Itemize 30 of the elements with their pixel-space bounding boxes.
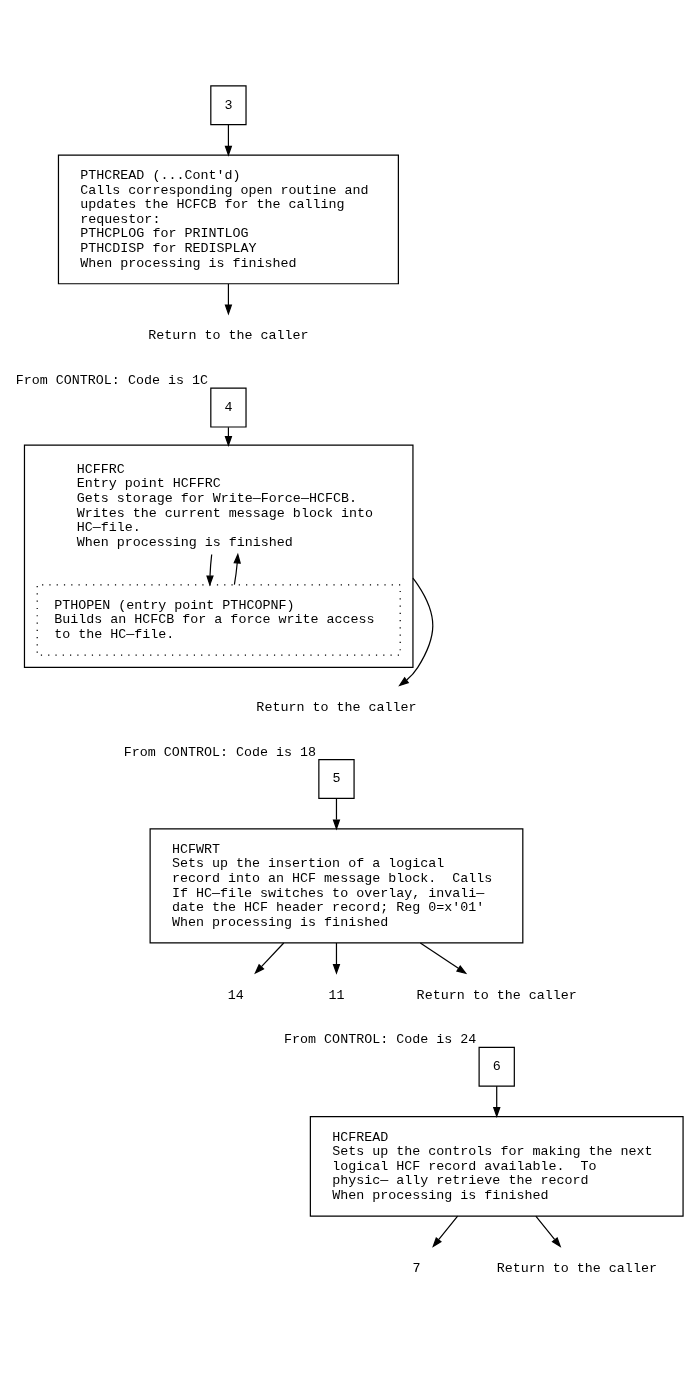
arrow (398, 577, 434, 687)
node-label: From CONTROL: Code is 1C (15, 372, 208, 388)
node-label: From CONTROL: Code is 18 (123, 744, 317, 760)
arrow (332, 941, 341, 975)
node-box: 6 (478, 1046, 515, 1087)
arrow (233, 552, 241, 585)
node-box: 4 (210, 387, 247, 428)
node-box: HCFWRT Sets up the insertion of a logical record into an HCF message block. Calls If HC—file switches to overlay, invali— date the HCF header record; Reg 0=x'01' When processing is finished (149, 827, 524, 944)
node-box: PTHCREAD (...Cont'd) Calls corresponding open routine and updates the HCFCB for the calling requestor: PTHCPLOG for PRINTLOG PTHCDISP for REDISPLAY When processing is finished (57, 153, 399, 284)
arrow (535, 1215, 562, 1248)
node-text: 7 (412, 1260, 421, 1276)
arrow (432, 1215, 459, 1248)
node-label: From CONTROL: Code is 24 (284, 1031, 477, 1047)
node-text: 11 (328, 987, 345, 1003)
node-text: Return to the caller (496, 1260, 657, 1276)
node-box: 5 (318, 758, 355, 799)
arrow (206, 553, 214, 586)
node-text: Return to the caller (148, 327, 309, 343)
arrow (224, 123, 233, 157)
arrow (254, 941, 285, 974)
node-box: HCFREAD Sets up the controls for making the next logical HCF record available. To physic— ally retrieve the record When processing is finished (309, 1115, 684, 1217)
node-text: Return to the caller (416, 987, 577, 1003)
arrow (492, 1085, 501, 1118)
arrow (224, 282, 233, 315)
node-box: PTHOPEN (entry point PTHCOPNF) Builds an HCFCB for a force write access to the HC—file. (36, 583, 401, 656)
node-text: Return to the caller (256, 699, 417, 715)
arrow (332, 797, 341, 830)
node-box: 3 (210, 84, 247, 125)
arrow (419, 941, 468, 974)
node-text: 14 (227, 987, 244, 1003)
